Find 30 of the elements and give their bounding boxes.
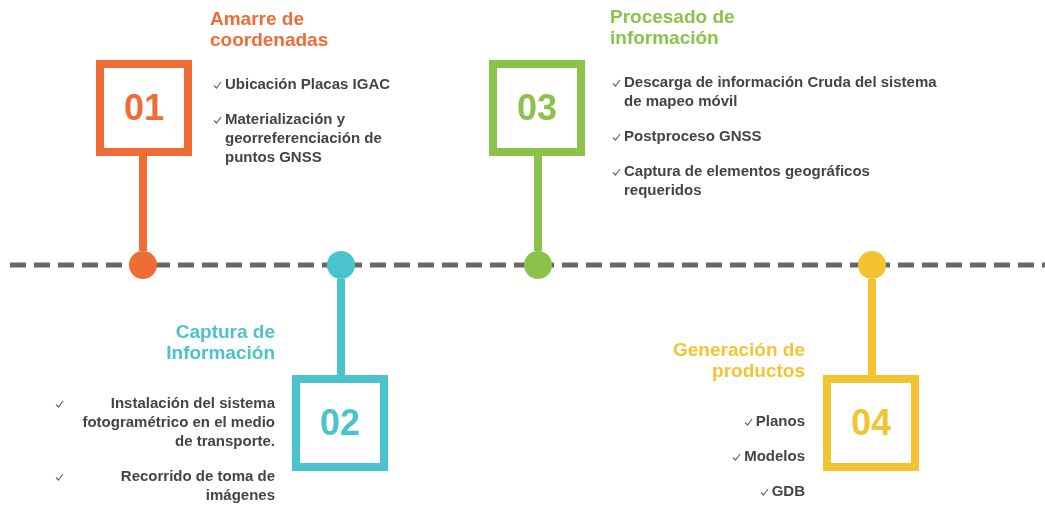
connector-line xyxy=(139,156,147,251)
timeline-dot xyxy=(129,251,157,279)
step-heading: Procesado de información xyxy=(610,6,736,48)
step-number: 04 xyxy=(850,405,891,441)
bullet-text: Instalación del sistema fotogramétrico en el medio de transporte. xyxy=(81,393,275,450)
bullet-text: Captura de elementos geográficos requeridos xyxy=(624,161,871,199)
step-heading: Amarre de coordenadas xyxy=(210,8,330,50)
step-box xyxy=(292,375,388,471)
bullet-text: Materialización y georreferenciación de puntos GNSS xyxy=(225,109,383,166)
bullet-text: Postproceso GNSS xyxy=(624,126,762,145)
step-box xyxy=(489,60,585,156)
bullet-text: Recorrido de toma de imágenes xyxy=(119,466,275,504)
timeline-dot xyxy=(327,251,355,279)
step-number: 02 xyxy=(319,405,360,441)
timeline-dot xyxy=(858,251,886,279)
bullet-text: Descarga de información Cruda del sistema de mapeo móvil xyxy=(624,72,937,110)
bullet-text: GDB xyxy=(771,481,805,500)
connector-line xyxy=(337,279,345,375)
step-box xyxy=(96,60,192,156)
step-number: 01 xyxy=(123,90,164,126)
bullet-text: Ubicación Placas IGAC xyxy=(225,74,391,93)
bullet-text: Modelos xyxy=(744,446,805,465)
connector-line xyxy=(534,156,542,251)
timeline-dot xyxy=(524,251,552,279)
step-box xyxy=(823,375,919,471)
bullet-text: Planos xyxy=(755,411,805,430)
connector-line xyxy=(868,279,876,375)
step-heading: Generación de productos xyxy=(672,339,805,381)
step-number: 03 xyxy=(516,90,557,126)
step-heading: Captura de Información xyxy=(165,321,275,363)
